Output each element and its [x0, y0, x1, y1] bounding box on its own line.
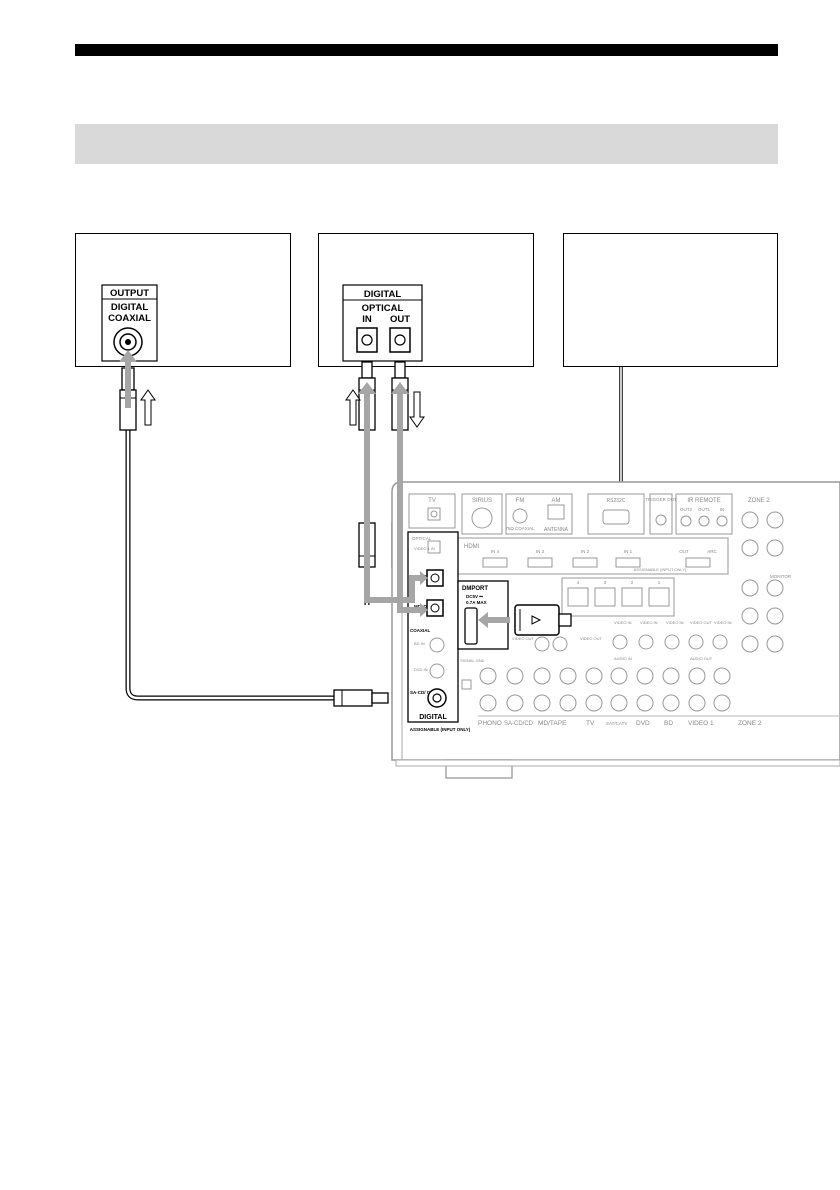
signal-path-arrows: [125, 360, 510, 623]
tv-audio-label: TV: [586, 720, 595, 727]
video-in-label-4: VIDEO IN: [714, 620, 732, 625]
optical-label: OPTICAL: [362, 303, 404, 314]
antenna-label: ANTENNA: [544, 527, 569, 533]
coaxial-plug-bottom: [333, 689, 389, 707]
bd-label: BD: [664, 720, 673, 727]
coaxial-label: COAXIAL: [108, 313, 151, 324]
hdmi-in4-label: IN 4: [491, 549, 500, 554]
hdmi-arc-label: ARC: [707, 549, 717, 554]
coaxial-jack-pin: [125, 339, 131, 345]
rx-bd-in-label: BD IN: [414, 641, 425, 646]
rx-digital-assignable-label: ASSIGNABLE (INPUT ONLY): [410, 727, 471, 732]
video-in-label-3: VIDEO IN: [666, 620, 684, 625]
video-out-label-2: VIDEO OUT: [580, 636, 603, 641]
video-in-label-2: VIDEO IN: [640, 620, 658, 625]
ir-in-label: IN: [720, 507, 725, 512]
dmport-label: DMPORT: [462, 586, 488, 592]
fm-label: FM: [516, 498, 525, 504]
output-label: OUTPUT: [110, 288, 149, 299]
rx-optical-in-jack: [426, 569, 444, 587]
am-label: AM: [552, 498, 561, 504]
coax-arrowhead: [119, 350, 137, 362]
signal-gnd-label: SIGNAL GND: [460, 658, 485, 663]
fm-coaxial-label: 75Ω COAXIAL: [505, 526, 535, 531]
rx-dvd-in-label: DVD IN: [414, 667, 428, 672]
optical-out-jack-hole: [394, 334, 406, 346]
hdmi-out-label: OUT: [679, 549, 689, 554]
rx-video1-in-label: VIDEO 1 IN: [414, 546, 435, 551]
coaxial-output-panel: OUTPUT DIGITAL COAXIAL: [101, 284, 158, 362]
rx-optical-out-jack: [426, 599, 444, 617]
rx-sacd-in-label: SA-CD/ CD IN: [410, 690, 439, 695]
audio-jack-grid: [479, 667, 731, 712]
video-out-label-1: VIDEO OUT: [512, 636, 535, 641]
optical-panel: DIGITAL OPTICAL IN OUT: [342, 284, 423, 362]
arrowheads: [119, 350, 488, 628]
video-in-label-1: VIDEO IN: [614, 620, 632, 625]
port-number-2: 2: [631, 580, 634, 585]
optical-out-arrowhead: [391, 382, 409, 394]
zone2-bottom-label: ZONE 2: [738, 720, 762, 727]
sacd-cd-label: SA-CD/CD: [504, 721, 534, 727]
section-heading-band: [75, 124, 778, 164]
phono-label: PHONO: [478, 720, 502, 727]
rx-optical-label: OPTICAL: [412, 536, 432, 541]
optical-in-jack-hole: [361, 334, 373, 346]
dmport-spec2: 0.7A MAX: [466, 600, 487, 605]
top-rule: [75, 44, 778, 56]
optical-in-arrowhead: [358, 382, 376, 394]
video-out-label-3: VIDEO OUT: [690, 620, 713, 625]
trigger-label: TRIGGER OUT: [645, 497, 677, 502]
digital-label: DIGITAL: [111, 302, 148, 313]
hdmi-in3-label: IN 3: [536, 549, 545, 554]
tv-optical-label: TV: [428, 498, 436, 504]
coaxial-cable: [125, 428, 336, 701]
video1-label: VIDEO 1: [688, 720, 714, 727]
optical-out-label: OUT: [390, 314, 410, 325]
rx-coaxial-label: COAXIAL: [410, 628, 431, 633]
flow-indicator-up-optical: [345, 389, 361, 426]
dmport-arrowhead: [478, 612, 488, 628]
ir-out2-label: OUT2: [680, 507, 692, 512]
dmport-socket: [464, 607, 478, 645]
dmport-plug: [514, 604, 572, 636]
optical-out-path: [397, 392, 420, 613]
sat-catv-label: SAT/CATV: [606, 721, 627, 726]
audio-out-label: AUDIO OUT: [690, 656, 713, 661]
optical-in-label: IN: [362, 314, 372, 325]
dmport-spec1: DC5V ⎓: [466, 594, 483, 599]
rx-coaxial-in-jack: [427, 688, 447, 708]
md-tape-label: MD/TAPE: [538, 720, 567, 727]
flow-indicator-up-coax: [140, 389, 156, 426]
rx-in-arrowhead: [420, 571, 428, 585]
sirius-label: SIRIUS: [472, 498, 492, 504]
ir-out1-label: OUT1: [698, 507, 710, 512]
dvd-label: DVD: [636, 720, 650, 727]
port-number-4: 4: [577, 580, 580, 585]
ir-remote-label: IR REMOTE: [687, 498, 720, 504]
port-number-1: 1: [658, 580, 661, 585]
hdmi-assignable-label: ASSIGNABLE (INPUT ONLY): [634, 567, 687, 572]
rs232-label: RS232C: [607, 498, 626, 504]
digital-panel-label: DIGITAL: [364, 289, 401, 300]
receiver-rear-panel: TV SIRIUS FM AM 75Ω COAXIAL ANTENNA RS23…: [391, 481, 840, 779]
device-box-right: [563, 233, 778, 367]
zone2-top-label: ZONE 2: [748, 498, 770, 504]
hdmi-label: HDMI: [464, 544, 480, 550]
hdmi-in2-label: IN 2: [581, 549, 590, 554]
rx-digital-label: DIGITAL: [419, 714, 447, 721]
optical-in-path: [364, 392, 420, 603]
audio-in-label: AUDIO IN: [614, 656, 632, 661]
hdmi-in1-label: IN 1: [624, 549, 633, 554]
monitor-label: MONITOR: [770, 574, 792, 579]
rx-out-arrowhead: [420, 603, 428, 617]
flow-indicator-down-optical: [409, 391, 425, 428]
port-number-3: 3: [604, 580, 607, 585]
